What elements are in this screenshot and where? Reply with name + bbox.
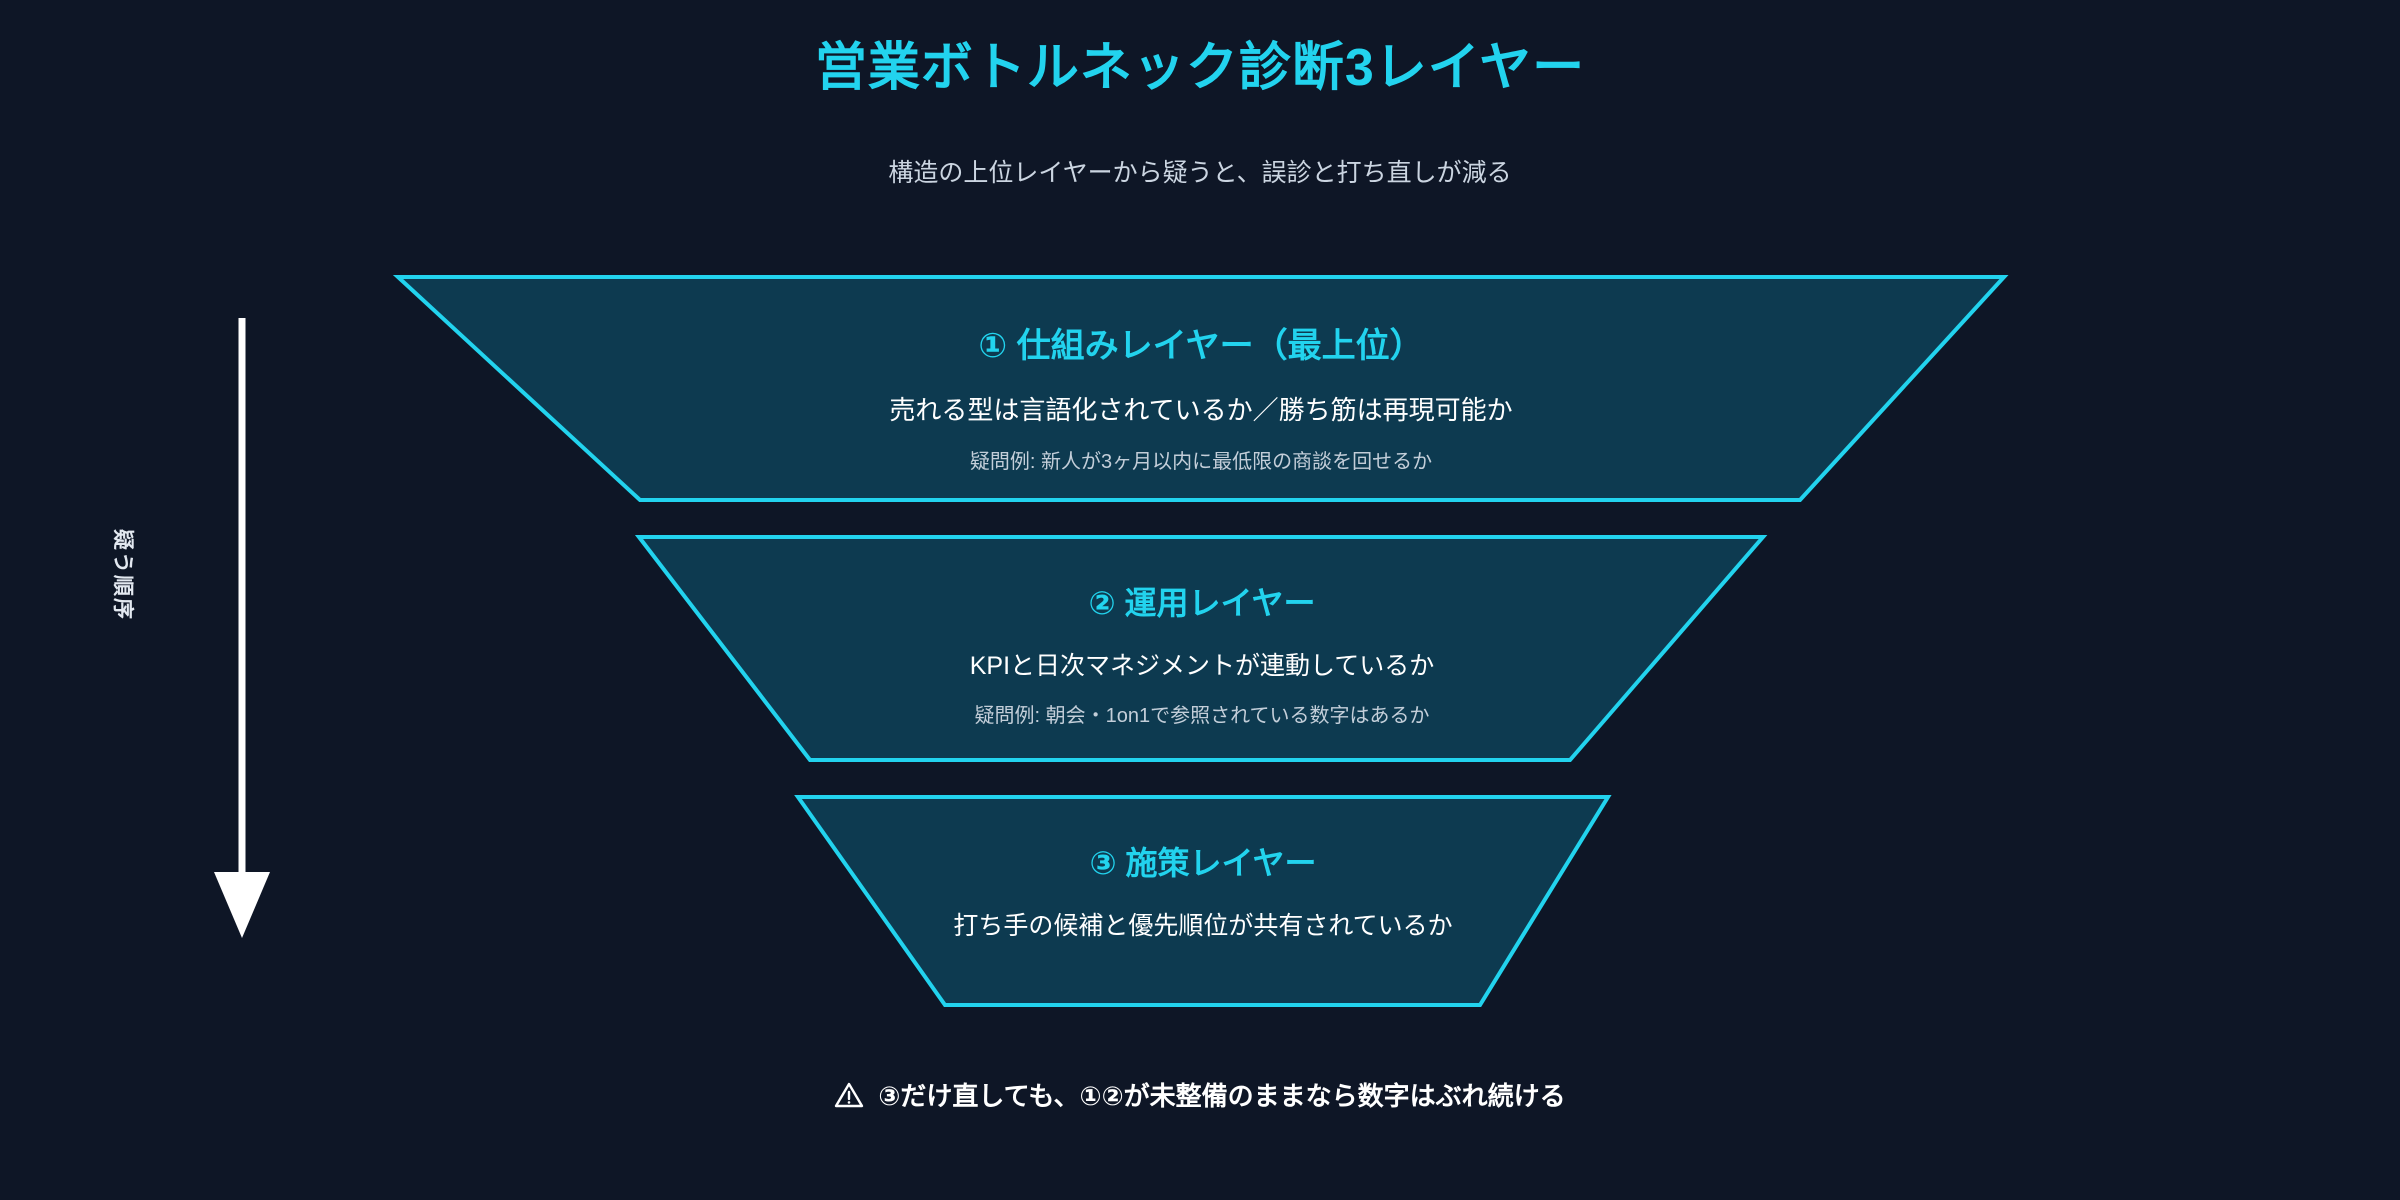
layer-1-description: 売れる型は言語化されているか／勝ち筋は再現可能か xyxy=(889,395,1513,425)
footer-note-text: ③だけ直しても、①②が未整備のままなら数字はぶれ続ける xyxy=(878,1081,1566,1111)
funnel-layer-3: ③ 施策レイヤー 打ち手の候補と優先順位が共有されているか xyxy=(798,838,1608,942)
funnel-layer-3-shape[interactable] xyxy=(794,795,1612,1007)
layer-3-title: ③ 施策レイヤー xyxy=(1089,845,1317,881)
layer-1-hint: 疑問例: 新人が3ヶ月以内に最低限の商談を回せるか xyxy=(969,451,1433,473)
funnel-layer-2: ② 運用レイヤー KPIと日次マネジメントが連動しているか 疑問例: 朝会・1o… xyxy=(640,578,1764,728)
layer-2-description: KPIと日次マネジメントが連動しているか xyxy=(969,652,1435,680)
funnel-layer-1-shape[interactable] xyxy=(392,275,2009,502)
layer-1-title: ① 仕組みレイヤー（最上位） xyxy=(978,327,1424,365)
layer-3-description: 打ち手の候補と優先順位が共有されているか xyxy=(953,912,1453,940)
page-subtitle: 構造の上位レイヤーから疑うと、誤診と打ち直しが減る xyxy=(888,159,1512,187)
funnel-layer-1: ① 仕組みレイヤー（最上位） 売れる型は言語化されているか／勝ち筋は再現可能か … xyxy=(398,318,2004,474)
order-axis: 疑う順序 xyxy=(90,260,320,980)
layer-2-title: ② 運用レイヤー xyxy=(1088,585,1316,621)
funnel-layer-2-shape[interactable] xyxy=(634,535,1768,762)
layer-2-hint: 疑問例: 朝会・1on1で参照されている数字はあるか xyxy=(974,705,1430,727)
arrow-down-icon xyxy=(214,318,270,938)
footer-note: ③だけ直しても、①②が未整備のままなら数字はぶれ続ける xyxy=(0,1076,2400,1113)
page-title: 営業ボトルネック診断3レイヤー xyxy=(814,39,1586,97)
warning-triangle-icon xyxy=(834,1081,864,1108)
